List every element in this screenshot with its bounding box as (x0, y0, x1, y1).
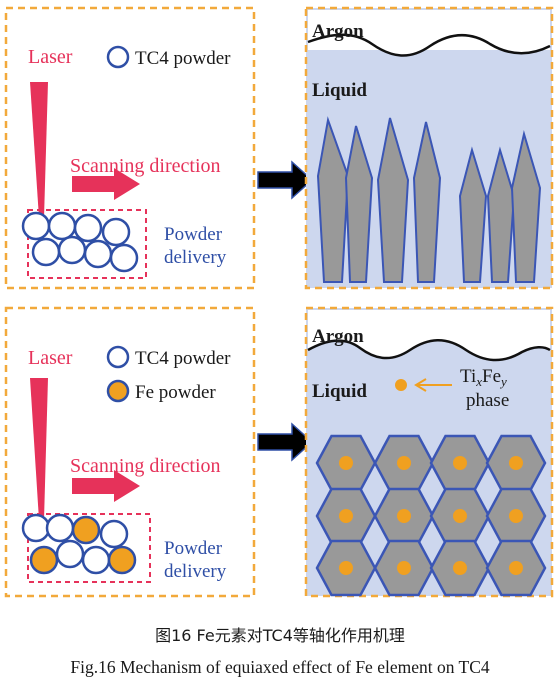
powder-delivery-line2-2: delivery (164, 561, 227, 582)
tixfey-particle (395, 379, 407, 391)
grain-nucleus (453, 509, 467, 523)
grain-nucleus (453, 561, 467, 575)
grain-nucleus (453, 456, 467, 470)
transition-arrow-bottom (257, 422, 314, 462)
transition-arrow-top (257, 160, 314, 200)
powder-box (27, 209, 147, 279)
bottom-left-panel: Laser TC4 powder Fe powder Scanning dire… (4, 306, 256, 598)
argon-interface-line-2 (307, 339, 551, 362)
scanning-direction-label: Scanning direction (70, 155, 221, 177)
powder-delivery-line2: delivery (164, 247, 227, 268)
liquid-label: Liquid (312, 80, 367, 101)
laser-beam-2 (30, 378, 48, 520)
phase-formula: TixFey (460, 366, 507, 389)
phase-pointer-head (414, 378, 427, 392)
grain-nucleus (339, 456, 353, 470)
scanning-direction-label-2: Scanning direction (70, 455, 221, 477)
grain-nucleus (339, 509, 353, 523)
grain-nucleus (397, 509, 411, 523)
scanning-arrow-2 (72, 470, 140, 502)
caption-chinese: 图16 Fe元素对TC4等轴化作用机理 (155, 626, 405, 645)
liquid-label-2: Liquid (312, 381, 367, 402)
tc4-legend-circle-2 (106, 345, 130, 369)
grain-nucleus (509, 456, 523, 470)
laser-beam (30, 82, 48, 218)
grain-nucleus (339, 561, 353, 575)
powder-delivery-line1-2: Powder (164, 538, 223, 559)
grain-nucleus (397, 561, 411, 575)
mixed-powder-particles (21, 513, 137, 575)
laser-label-2: Laser (28, 347, 73, 369)
phase-word: phase (466, 390, 509, 411)
argon-label: Argon (312, 21, 364, 42)
powder-delivery-line1: Powder (164, 224, 223, 245)
fe-powder-label: Fe powder (135, 382, 216, 403)
argon-label-2: Argon (312, 326, 364, 347)
grain-nucleus (397, 456, 411, 470)
tc4-powder-label-2: TC4 powder (135, 348, 231, 369)
powder-box-2 (27, 513, 151, 583)
grain-nucleus (509, 561, 523, 575)
top-right-panel: Argon Liquid (304, 6, 554, 290)
grain-nucleus (509, 509, 523, 523)
laser-label: Laser (28, 46, 73, 68)
tc4-legend-circle (106, 45, 130, 69)
equiaxed-grains (315, 434, 547, 597)
scanning-arrow (72, 168, 140, 200)
bottom-right-panel: Argon Liquid TixFey phase (304, 306, 554, 598)
top-left-panel: Laser TC4 powder Scanning direction Powd… (4, 6, 256, 290)
fe-legend-circle (106, 379, 130, 403)
tc4-powder-label: TC4 powder (135, 48, 231, 69)
columnar-grains (316, 116, 542, 283)
argon-interface-line (307, 33, 551, 57)
caption-english: Fig.16 Mechanism of equiaxed effect of F… (70, 657, 489, 677)
tc4-powder-particles (21, 211, 139, 273)
